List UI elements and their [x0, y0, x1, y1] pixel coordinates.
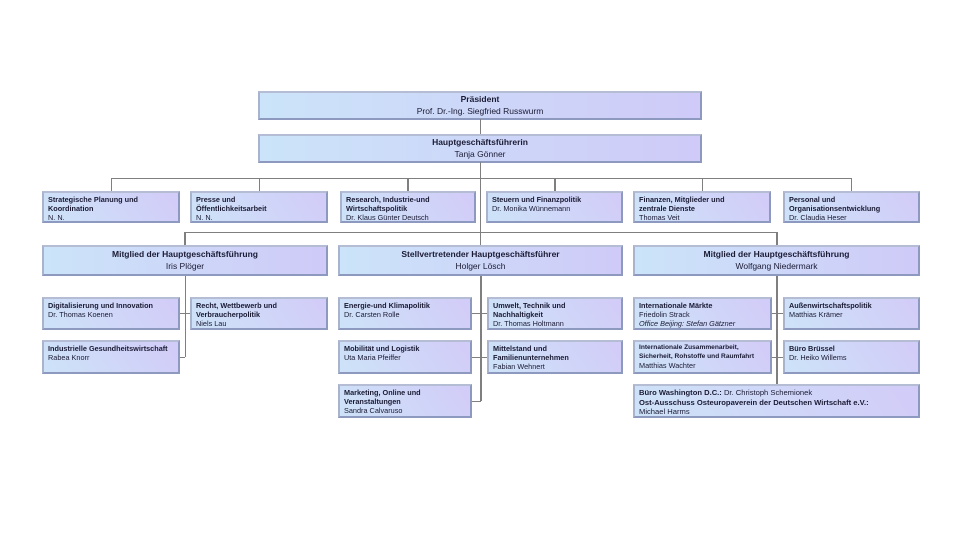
box-name: N. N.	[48, 213, 65, 222]
connector-line	[472, 312, 487, 314]
connector-line	[701, 178, 703, 191]
box-title: Personal und Organisationsentwicklung	[789, 195, 881, 213]
org-box-steuern: Steuern und Finanzpolitik Dr. Monika Wün…	[486, 191, 623, 223]
box-name: Friedolin Strack	[639, 310, 690, 319]
box-title: Industrielle Gesundheitswirtschaft	[48, 344, 168, 353]
box-title: Umwelt, Technik und Nachhaltigkeit	[493, 301, 566, 319]
connector-line	[258, 178, 260, 191]
connector-line	[184, 276, 186, 357]
box-name: Dr. Monika Wünnemann	[492, 204, 571, 213]
box-title: Außenwirtschaftspolitik	[789, 301, 872, 310]
connector-line	[772, 356, 783, 358]
box-title: Stellvertretender Hauptgeschäftsführer	[401, 249, 560, 259]
box-name: N. N.	[196, 213, 213, 222]
box-title: Marketing, Online und Veranstaltungen	[344, 388, 421, 406]
box-name: Iris Plöger	[165, 260, 205, 271]
org-box-ceo: Hauptgeschäftsführerin Tanja Gönner	[258, 134, 702, 163]
connector-line	[479, 119, 481, 134]
box-name: Dr. Thomas Holtmann	[493, 319, 564, 328]
box-title: Strategische Planung und Koordination	[48, 195, 139, 213]
box-title: Internationale Zusammenarbeit, Sicherhei…	[639, 344, 755, 360]
box-name: Rabea Knorr	[48, 353, 90, 362]
org-box-gesundheitswirtschaft: Industrielle Gesundheitswirtschaft Rabea…	[42, 340, 180, 374]
connector-line	[110, 178, 112, 191]
org-box-mittelstand: Mittelstand und Familienunternehmen Fabi…	[487, 340, 623, 374]
org-box-marketing: Marketing, Online und Veranstaltungen Sa…	[338, 384, 472, 418]
org-box-recht: Recht, Wettbewerb und Verbraucherpolitik…	[190, 297, 328, 330]
box-title: Mittelstand und Familienunternehmen	[493, 344, 569, 362]
box-name: Uta Maria Pfeiffer	[344, 353, 401, 362]
org-box-umwelt: Umwelt, Technik und Nachhaltigkeit Dr. T…	[487, 297, 623, 330]
box-title: Hauptgeschäftsführerin	[432, 137, 528, 147]
box-name: Dr. Carsten Rolle	[344, 310, 400, 319]
box-title: Mobilität und Logistik	[344, 344, 420, 353]
box-name: Dr. Heiko Willems	[789, 353, 847, 362]
box-line2: Ost-Ausschuss Osteuropaverein der Deutsc…	[639, 397, 869, 407]
connector-line	[776, 232, 778, 245]
box-name: Holger Lösch	[455, 260, 506, 271]
org-box-buero-bruessel: Büro Brüssel Dr. Heiko Willems	[783, 340, 920, 374]
box-name: Matthias Wachter	[639, 361, 696, 371]
box-name: Matthias Krämer	[789, 310, 843, 319]
connector-line	[554, 178, 556, 191]
box-title: Research, Industrie-und Wirtschaftspolit…	[346, 195, 430, 213]
connector-line	[184, 232, 186, 245]
box-name: Dr. Thomas Koenen	[48, 310, 113, 319]
box-title: Energie-und Klimapolitik	[344, 301, 430, 310]
org-box-digitalisierung: Digitalisierung und Innovation Dr. Thoma…	[42, 297, 180, 330]
connector-line	[472, 400, 481, 402]
org-box-washington-ostausschuss: Büro Washington D.C.: Dr. Christoph Sche…	[633, 384, 920, 418]
box-name: Thomas Veit	[639, 213, 680, 222]
box-name: Dr. Claudia Heser	[789, 213, 847, 222]
connector-line	[850, 178, 852, 191]
connector-line	[479, 162, 481, 245]
org-box-internationale-maerkte: Internationale Märkte Friedolin Strack O…	[633, 297, 772, 330]
connector-line	[480, 276, 482, 401]
box-note: Office Beijing: Stefan Gätzner	[639, 319, 736, 328]
box-line1-label: Büro Washington D.C.:	[639, 388, 722, 397]
box-title: Präsident	[460, 94, 500, 104]
box-title: Mitglied der Hauptgeschäftsführung	[703, 249, 850, 259]
org-box-personal: Personal und Organisationsentwicklung Dr…	[783, 191, 920, 223]
box-name: Prof. Dr.-Ing. Siegfried Russwurm	[416, 105, 544, 116]
org-box-exec-ploeger: Mitglied der Hauptgeschäftsführung Iris …	[42, 245, 328, 276]
box-name: Sandra Calvaruso	[344, 406, 403, 415]
org-box-president: Präsident Prof. Dr.-Ing. Siegfried Russw…	[258, 91, 702, 120]
box-title: Recht, Wettbewerb und Verbraucherpolitik	[196, 301, 277, 319]
connector-line	[180, 356, 185, 358]
box-name: Tanja Gönner	[454, 148, 506, 159]
box-name: Niels Lau	[196, 319, 227, 328]
connector-line	[472, 356, 487, 358]
box-title: Digitalisierung und Innovation	[48, 301, 153, 310]
box-title: Internationale Märkte	[639, 301, 713, 310]
box-line1-value: Dr. Christoph Schemionek	[723, 388, 813, 397]
box-title: Steuern und Finanzpolitik	[492, 195, 582, 204]
connector-line	[180, 312, 190, 314]
connector-line	[110, 177, 852, 179]
box-name: Wolfgang Niedermark	[735, 260, 818, 271]
org-box-presse: Presse und Öffentlichkeitsarbeit N. N.	[190, 191, 328, 223]
box-title: Büro Brüssel	[789, 344, 835, 353]
connector-line	[184, 231, 777, 233]
box-name: Dr. Klaus Günter Deutsch	[346, 213, 429, 222]
org-box-finanzen: Finanzen, Mitglieder und zentrale Dienst…	[633, 191, 771, 223]
box-line1: Büro Washington D.C.: Dr. Christoph Sche…	[639, 388, 914, 398]
org-box-internationale-zusammenarbeit: Internationale Zusammenarbeit, Sicherhei…	[633, 340, 772, 374]
org-box-exec-niedermark: Mitglied der Hauptgeschäftsführung Wolfg…	[633, 245, 920, 276]
box-title: Mitglied der Hauptgeschäftsführung	[112, 249, 258, 259]
org-box-exec-loesch: Stellvertretender Hauptgeschäftsführer H…	[338, 245, 623, 276]
org-box-mobilitaet: Mobilität und Logistik Uta Maria Pfeiffe…	[338, 340, 472, 374]
org-box-energie: Energie-und Klimapolitik Dr. Carsten Rol…	[338, 297, 472, 330]
box-line3: Michael Harms	[639, 407, 690, 416]
connector-line	[772, 312, 783, 314]
box-name: Fabian Wehnert	[493, 362, 545, 371]
box-title: Finanzen, Mitglieder und zentrale Dienst…	[639, 195, 725, 213]
connector-line	[776, 276, 778, 384]
org-box-research: Research, Industrie-und Wirtschaftspolit…	[340, 191, 476, 223]
box-title: Presse und Öffentlichkeitsarbeit	[196, 195, 267, 213]
org-box-aussenwirtschaft: Außenwirtschaftspolitik Matthias Krämer	[783, 297, 920, 330]
org-box-strategische-planung: Strategische Planung und Koordination N.…	[42, 191, 180, 223]
connector-line	[407, 178, 409, 191]
